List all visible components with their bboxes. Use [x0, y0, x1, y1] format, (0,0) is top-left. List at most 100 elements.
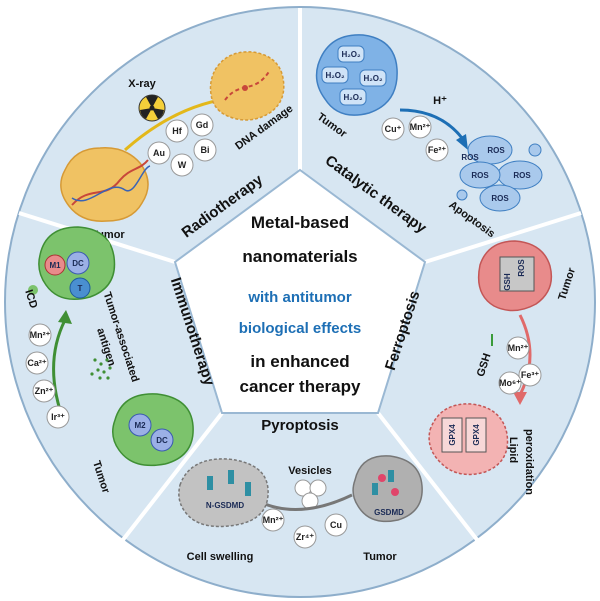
ion-circle-immuno-mn	[28, 323, 52, 347]
h2o2-bubble-1	[337, 45, 365, 63]
ion-circle-immuno-ca	[25, 351, 49, 375]
m2-label: M2	[134, 421, 146, 430]
t-label: T	[78, 284, 83, 293]
catalytic-arrow	[399, 108, 464, 139]
section-pyroptosis: Pyroptosis	[261, 417, 339, 434]
h2o2-bubbles: H₂O₂ H₂O₂ H₂O₂ H₂O₂	[321, 45, 387, 106]
ferro-gsh-box: GSH	[503, 273, 512, 291]
ferro-arrow	[518, 314, 532, 396]
pyro-n-gsdmd-bar-3	[245, 482, 251, 496]
h2o2-bubble-2	[321, 66, 349, 84]
radio-metals: Hf Gd Au W Bi	[147, 113, 217, 177]
gpx4-2: GPX4	[472, 424, 481, 446]
ferro-ion-fe: Fe³⁺	[521, 370, 540, 380]
ion-fe: Fe²⁺	[428, 145, 447, 155]
peroxidation-label: peroxidation	[523, 429, 535, 495]
metal-bi: Bi	[201, 145, 210, 155]
ferro-ion-mo: Mo⁶⁺	[499, 378, 521, 388]
vesicles-label: Vesicles	[288, 465, 331, 477]
center-line1: Metal-based	[251, 213, 349, 232]
catalytic-ions: Cu⁺ Mn²⁺ Fe²⁺	[381, 115, 449, 162]
center-line4: biological effects	[239, 320, 362, 337]
immuno-ion-ir: Ir³⁺	[51, 412, 65, 422]
pyro-red-spot-1	[378, 474, 386, 482]
ion-circle-fe3	[518, 363, 542, 387]
center-line6: cancer therapy	[240, 377, 361, 396]
metal-circle-w	[170, 153, 194, 177]
pyro-red-spot-2	[391, 488, 399, 496]
radio-dna-strand2	[71, 165, 151, 202]
pyro-arrow	[259, 493, 353, 512]
ion-circle-fe	[425, 138, 449, 162]
immuno-t-cell	[69, 277, 91, 299]
immuno-arrow-head	[58, 310, 72, 324]
metal-gd: Gd	[196, 120, 209, 130]
m1-label: M1	[49, 261, 61, 270]
radiation-icon-blade2	[152, 108, 164, 119]
metal-hf: Hf	[172, 126, 182, 136]
pyroptosis-panel: GSDMD Tumor Vesicles Mn²⁺ Zr⁴⁺ Cu N-GSDM…	[178, 455, 423, 563]
h2o2-1: H₂O₂	[341, 50, 361, 59]
ion-circle-cu	[381, 117, 405, 141]
ferro-ion-mn: Mn²⁺	[508, 343, 529, 353]
immuno-ion-zn: Zn²⁺	[35, 386, 54, 396]
ros-3: ROS	[513, 171, 531, 180]
metal-au: Au	[153, 148, 165, 158]
ferro-arrow-head	[513, 392, 527, 405]
metal-circle-gd	[190, 113, 214, 137]
sector-dividers	[18, 8, 582, 543]
h-plus-label: H⁺	[433, 95, 447, 107]
ion-circle-immuno-zn	[32, 379, 56, 403]
immuno-m2-cell	[128, 413, 152, 437]
immuno-ions: Mn²⁺ Ca²⁺ Zn²⁺ Ir³⁺	[25, 323, 70, 429]
ion-circle-pyro-cu	[324, 513, 348, 537]
immuno-blob-1	[100, 240, 110, 250]
apoptosis-fragment-3	[459, 161, 501, 189]
pyro-n-gsdmd-bar-1	[207, 476, 213, 490]
apoptosis-cell: ROS ROS ROS ROS ROS	[456, 135, 543, 212]
metal-circle-hf	[165, 119, 189, 143]
radio-tumor-cell	[60, 147, 149, 222]
pyro-swollen-cell	[178, 458, 269, 528]
catalytic-arrow-head	[456, 134, 468, 150]
catalytic-tumor-cell	[315, 34, 398, 116]
pyro-gsdmd-bar-2	[388, 470, 394, 482]
ion-circle-immuno-ir	[46, 405, 70, 429]
metal-circle-au	[147, 141, 171, 165]
cell-swelling-label: Cell swelling	[187, 551, 254, 563]
pyro-ion-mn: Mn²⁺	[263, 515, 284, 525]
immuno-blob-2	[28, 285, 38, 295]
h2o2-4: H₂O₂	[343, 93, 363, 102]
metal-circle-bi	[193, 138, 217, 162]
gpx4-1: GPX4	[448, 424, 457, 446]
antigen-dots	[90, 358, 112, 380]
ferro-inner-box	[499, 256, 535, 292]
ion-mn: Mn²⁺	[410, 122, 431, 132]
dc-top-label: DC	[72, 259, 84, 268]
pyro-gsdmd-bar-1	[372, 483, 378, 495]
h2o2-bubble-3	[359, 69, 387, 87]
center-pentagon	[173, 168, 427, 414]
radiation-icon-blade1	[146, 95, 158, 108]
lipid-label: Lipid	[507, 437, 519, 463]
center-line5: in enhanced	[250, 352, 349, 371]
radiotherapy-panel: Tumor X-ray Hf Gd Au W Bi DNA damage	[60, 51, 295, 241]
radiation-icon-blade3	[140, 108, 152, 119]
pyro-ion-cu: Cu	[330, 520, 342, 530]
icd-label: ICD	[22, 288, 39, 310]
gsdmd-label: GSDMD	[374, 508, 404, 517]
ferro-gpx4-box-2	[465, 417, 487, 453]
radio-dna-strand	[71, 159, 149, 206]
ion-circle-pyro-zr	[293, 525, 317, 549]
pyro-tumor-cell	[352, 455, 423, 523]
ros-2: ROS	[471, 171, 489, 180]
pyro-ion-zr: Zr⁴⁺	[296, 532, 314, 542]
immuno-arrow	[52, 319, 67, 411]
immuno-bottom-cell	[112, 393, 194, 467]
h2o2-bubble-4	[339, 88, 367, 106]
immuno-dc-bottom-cell	[150, 428, 174, 452]
ferro-ros-box: ROS	[517, 259, 526, 277]
ion-circle-mo6	[498, 371, 522, 395]
